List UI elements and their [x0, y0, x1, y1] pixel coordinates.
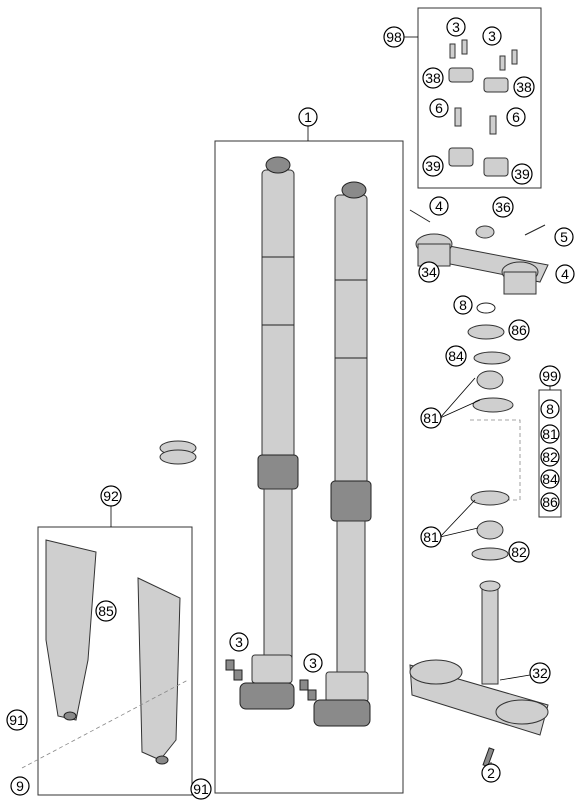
svg-text:91: 91 — [9, 712, 25, 728]
callout-85: 85 — [95, 600, 117, 622]
callout-34: 34 — [418, 261, 440, 283]
svg-text:32: 32 — [532, 665, 548, 681]
callout-86: 86 — [508, 319, 530, 341]
svg-text:39: 39 — [425, 158, 441, 174]
svg-text:84: 84 — [448, 348, 464, 364]
svg-text:98: 98 — [386, 29, 402, 45]
kit-98-box — [417, 7, 542, 189]
kit-99-item-81: 81 — [540, 424, 560, 444]
callout-38-left: 38 — [422, 67, 444, 89]
callout-98: 98 — [383, 26, 405, 48]
callout-36: 36 — [492, 196, 514, 218]
svg-text:8: 8 — [459, 297, 467, 313]
fork-bottom-bolts — [225, 659, 317, 701]
svg-text:99: 99 — [542, 368, 558, 384]
svg-text:85: 85 — [98, 603, 114, 619]
callout-8: 8 — [453, 295, 473, 315]
callout-1: 1 — [298, 107, 318, 127]
svg-text:84: 84 — [542, 471, 558, 487]
svg-text:91: 91 — [193, 781, 209, 797]
svg-text:3: 3 — [452, 19, 460, 35]
svg-text:8: 8 — [546, 401, 554, 417]
leader-lines — [110, 36, 551, 768]
callout-32: 32 — [529, 662, 551, 684]
svg-text:6: 6 — [435, 100, 443, 116]
svg-text:4: 4 — [435, 198, 443, 214]
callout-39-left: 39 — [422, 155, 444, 177]
lower-triple-clamp-with-stem — [409, 580, 549, 768]
callout-6-right: 6 — [506, 107, 526, 127]
callout-4-right: 4 — [555, 264, 575, 284]
svg-text:5: 5 — [560, 229, 568, 245]
kit-98-clamp-parts — [448, 39, 518, 177]
callout-91-right: 91 — [190, 778, 212, 800]
svg-text:38: 38 — [516, 79, 532, 95]
svg-text:86: 86 — [542, 494, 558, 510]
callout-39-right: 39 — [511, 163, 533, 185]
svg-text:2: 2 — [487, 765, 495, 781]
svg-text:3: 3 — [309, 655, 317, 671]
svg-text:6: 6 — [512, 109, 520, 125]
steering-bearing-stack — [467, 324, 521, 561]
callout-38-right: 38 — [513, 76, 535, 98]
callout-84: 84 — [445, 345, 467, 367]
svg-text:1: 1 — [304, 109, 312, 125]
callout-9: 9 — [10, 776, 30, 796]
svg-text:82: 82 — [511, 544, 527, 560]
fork-protector-right — [137, 577, 181, 765]
kit-99-item-86: 86 — [540, 492, 560, 512]
kit-99-item-82: 82 — [540, 447, 560, 467]
callout-81-bottom: 81 — [420, 526, 442, 548]
fork-protector-left — [45, 539, 97, 721]
svg-text:9: 9 — [16, 778, 24, 794]
o-ring-part — [476, 302, 496, 314]
callout-99: 99 — [539, 365, 561, 387]
callout-91-left: 91 — [6, 709, 28, 731]
kit-99-item-8: 8 — [540, 399, 560, 419]
fork-leg-left — [239, 156, 299, 710]
svg-text:34: 34 — [421, 264, 437, 280]
svg-text:86: 86 — [511, 322, 527, 338]
callout-3-kit-left: 3 — [446, 17, 466, 37]
svg-text:81: 81 — [423, 410, 439, 426]
callout-3-kit-right: 3 — [482, 26, 502, 46]
svg-text:92: 92 — [103, 488, 119, 504]
fork-assembly-box — [214, 140, 404, 794]
callout-3-fork-left: 3 — [229, 632, 249, 652]
callout-82: 82 — [508, 541, 530, 563]
svg-text:3: 3 — [488, 28, 496, 44]
callout-2: 2 — [481, 763, 501, 783]
callout-5: 5 — [554, 227, 574, 247]
kit-99-item-84: 84 — [540, 469, 560, 489]
svg-text:82: 82 — [542, 449, 558, 465]
svg-text:3: 3 — [235, 634, 243, 650]
svg-text:81: 81 — [423, 529, 439, 545]
callout-4-top: 4 — [429, 196, 449, 216]
svg-text:36: 36 — [495, 199, 511, 215]
upper-triple-clamp — [409, 209, 549, 295]
svg-text:39: 39 — [514, 166, 530, 182]
callout-92: 92 — [100, 485, 122, 507]
fork-leg-right — [313, 181, 372, 727]
fork-protector-box — [37, 526, 193, 796]
callout-81-top: 81 — [420, 407, 442, 429]
svg-text:4: 4 — [561, 266, 569, 282]
callout-3-fork-right: 3 — [303, 653, 323, 673]
svg-text:38: 38 — [425, 70, 441, 86]
svg-text:81: 81 — [542, 426, 558, 442]
callout-6-left: 6 — [429, 98, 449, 118]
seal-ring-part — [159, 440, 197, 465]
